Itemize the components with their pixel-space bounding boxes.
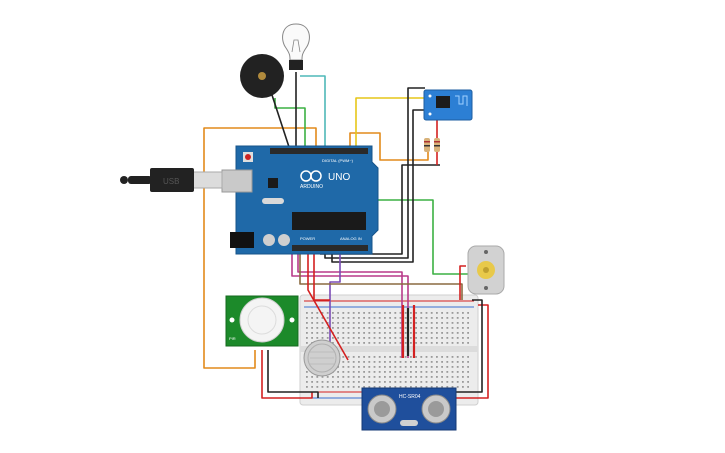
dc-motor[interactable] — [467, 245, 505, 295]
wire-black-wifi-2 — [331, 109, 428, 263]
wire-red-motor-right — [440, 304, 489, 399]
power-jack — [230, 232, 254, 248]
wire-black-buzzer — [271, 94, 291, 151]
wire-orange-pir — [203, 127, 317, 369]
usb-cable-label: USB — [163, 177, 179, 186]
wire-teal-bulb — [300, 75, 326, 150]
ultrasonic-label: HC-SR04 — [399, 394, 421, 400]
gas-sensor[interactable] — [303, 339, 341, 377]
wire-orange-wifi — [349, 132, 429, 161]
wire-red-pir — [261, 350, 313, 399]
ultrasonic-sensor[interactable]: HC-SR04 — [361, 387, 457, 431]
analog-header-label: ANALOG IN — [340, 236, 362, 241]
pir-sensor[interactable]: PIR — [225, 295, 299, 347]
wires — [203, 72, 489, 399]
arduino-logo-icon — [300, 170, 322, 182]
wifi-module[interactable] — [423, 89, 473, 121]
arduino-brand-label: ARDUINO — [300, 184, 323, 190]
digital-header-label: DIGITAL (PWM~) — [322, 158, 354, 163]
power-header-label: POWER — [300, 236, 315, 241]
wire-black-pir — [267, 350, 319, 398]
breadboard[interactable] — [299, 294, 479, 406]
wire-red-gas — [307, 250, 349, 361]
usb-cable: USB — [120, 168, 223, 192]
resistor-2[interactable] — [434, 138, 440, 152]
arduino-uno-board[interactable]: UNO ARDUINO DIGITAL (PWM~) POWER ANALOG … — [221, 145, 379, 255]
wire-red-motor — [459, 265, 466, 300]
atmega-chip — [292, 212, 366, 230]
usb-port — [221, 169, 253, 193]
resistor-1[interactable] — [424, 138, 430, 152]
wire-purple — [329, 250, 341, 360]
wire-black-wifi-1 — [324, 87, 425, 259]
arduino-model-label: UNO — [328, 172, 350, 183]
wire-yellow-wifi — [355, 97, 425, 150]
wire-red-bb-1 — [313, 250, 330, 301]
wire-brown — [299, 250, 463, 300]
pir-label: PIR — [229, 336, 236, 341]
piezo-buzzer[interactable] — [240, 54, 284, 98]
breadboard-holes — [306, 312, 469, 388]
wire-black-motor-right — [440, 299, 483, 393]
light-bulb[interactable] — [282, 23, 310, 70]
wire-green-buzzer — [274, 98, 306, 150]
